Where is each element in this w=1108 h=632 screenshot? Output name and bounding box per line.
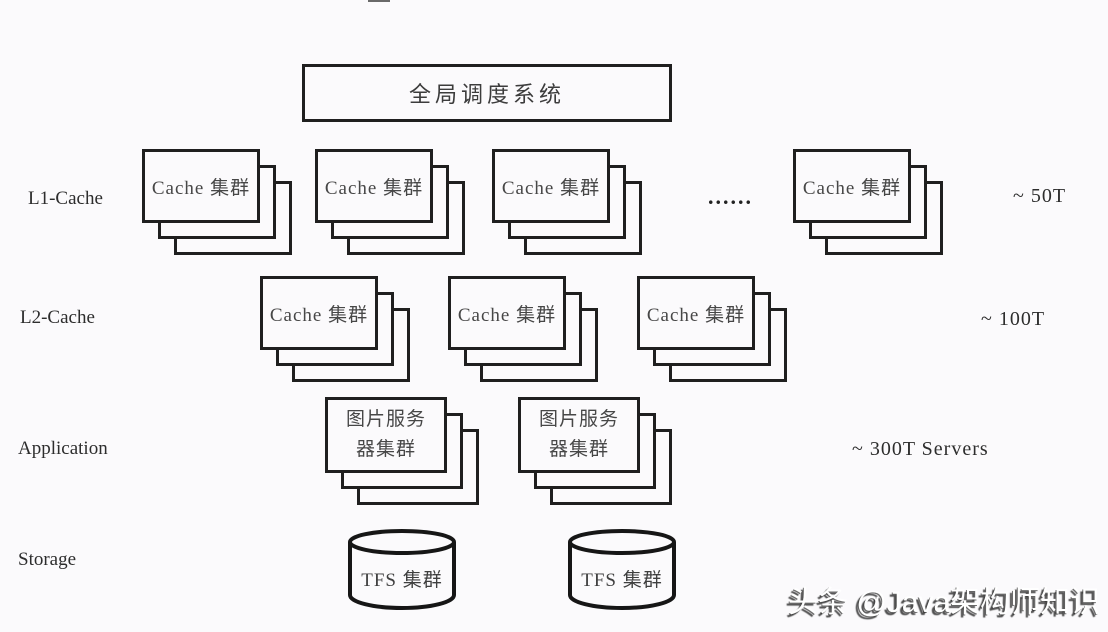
cluster-label-line2: 器集群 xyxy=(548,439,609,460)
cylinder-label: TFS 集群 xyxy=(581,570,663,591)
row-label-application: Application xyxy=(18,438,108,459)
cluster-label: Cache 集群 xyxy=(457,304,557,326)
tfs-cluster-cylinder-1: TFS 集群 xyxy=(345,527,459,619)
cluster-label: Cache 集群 xyxy=(324,177,424,199)
stack-front-box: Cache 集群 xyxy=(637,276,755,350)
ellipsis-dots: ...... xyxy=(708,184,753,209)
stack-front-box: 图片服务器集群 xyxy=(325,397,447,473)
cluster-label-line1: 图片服务 xyxy=(538,409,619,430)
l1-cache-cluster-stack-3: Cache 集群 xyxy=(492,149,644,257)
cluster-label: 图片服务器集群 xyxy=(539,405,619,465)
stack-front-box: Cache 集群 xyxy=(448,276,566,350)
cluster-label: Cache 集群 xyxy=(802,177,902,199)
stack-front-box: Cache 集群 xyxy=(492,149,610,223)
cluster-label: Cache 集群 xyxy=(646,304,746,326)
l1-cache-cluster-stack-4: Cache 集群 xyxy=(793,149,945,257)
l2-cache-cluster-stack-1: Cache 集群 xyxy=(260,276,412,384)
stack-front-box: Cache 集群 xyxy=(260,276,378,350)
capacity-label-l2: ~ 100T xyxy=(981,308,1046,330)
database-cylinder-icon xyxy=(348,529,456,610)
stack-front-box: Cache 集群 xyxy=(142,149,260,223)
capacity-label-l1: ~ 50T xyxy=(1013,185,1067,207)
l1-cache-cluster-stack-2: Cache 集群 xyxy=(315,149,467,257)
row-label-storage: Storage xyxy=(18,549,77,570)
cluster-label-line1: 图片服务 xyxy=(345,409,426,430)
stack-front-box: 图片服务器集群 xyxy=(518,397,640,473)
top-edge-artifact xyxy=(368,0,390,2)
cylinder-label: TFS 集群 xyxy=(361,570,443,591)
l2-cache-cluster-stack-3: Cache 集群 xyxy=(637,276,789,384)
stack-front-box: Cache 集群 xyxy=(315,149,433,223)
cluster-label-line2: 器集群 xyxy=(355,439,416,460)
tfs-cluster-cylinder-2: TFS 集群 xyxy=(565,527,679,619)
row-label-l2-cache: L2-Cache xyxy=(20,307,95,328)
l2-cache-cluster-stack-2: Cache 集群 xyxy=(448,276,600,384)
global-scheduler-box: 全局调度系统 xyxy=(302,64,672,122)
image-server-cluster-stack-1: 图片服务器集群 xyxy=(325,397,481,507)
stack-front-box: Cache 集群 xyxy=(793,149,911,223)
capacity-label-application: ~ 300T Servers xyxy=(852,438,989,460)
cluster-label: Cache 集群 xyxy=(269,304,369,326)
row-label-l1-cache: L1-Cache xyxy=(28,188,103,209)
cluster-label: 图片服务器集群 xyxy=(346,405,426,465)
l1-cache-cluster-stack-1: Cache 集群 xyxy=(142,149,294,257)
database-cylinder-icon xyxy=(568,529,676,610)
toutiao-watermark: 头条 @Java架构师知识 xyxy=(788,586,1101,619)
cluster-label: Cache 集群 xyxy=(501,177,601,199)
global-scheduler-label: 全局调度系统 xyxy=(408,82,565,107)
image-server-cluster-stack-2: 图片服务器集群 xyxy=(518,397,674,507)
cluster-label: Cache 集群 xyxy=(151,177,251,199)
